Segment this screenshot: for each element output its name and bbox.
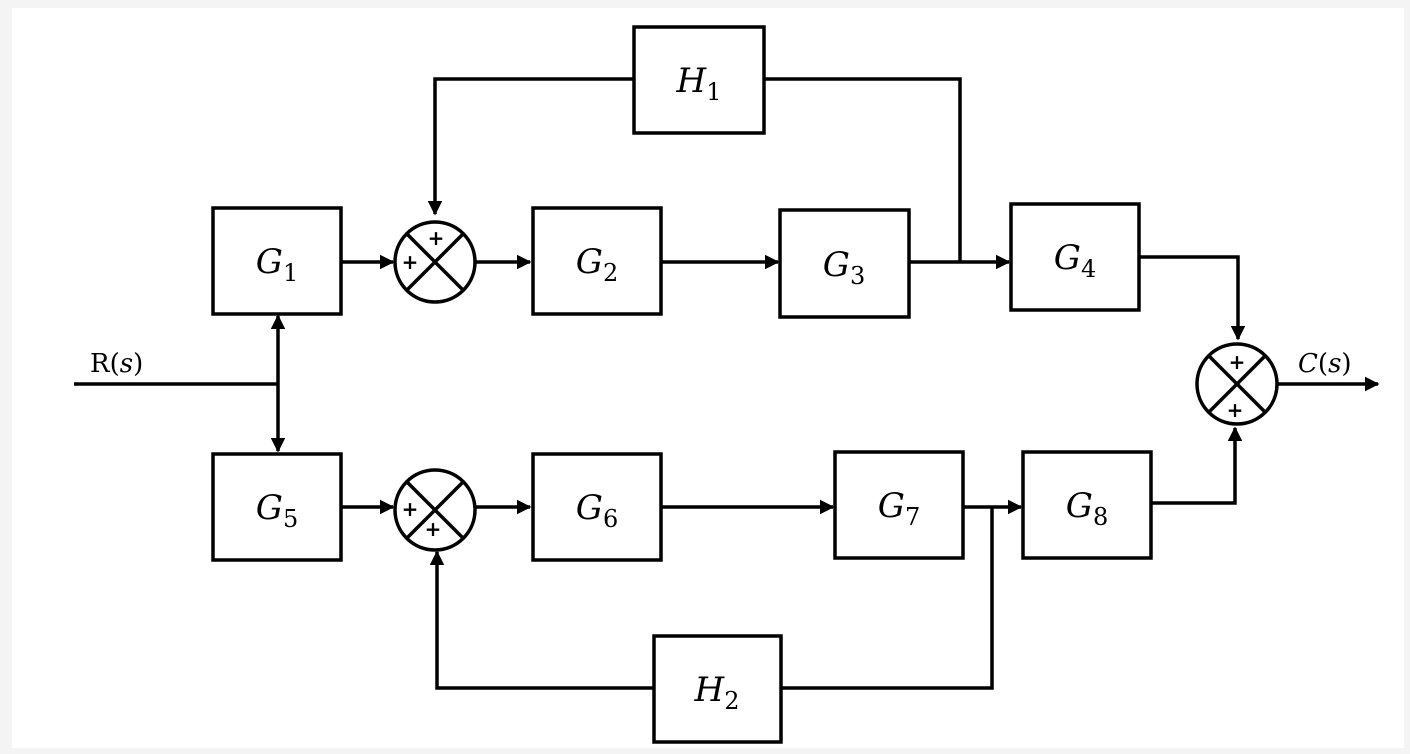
block-g5-label: G5	[256, 488, 298, 533]
sum-bottom-sign-bottom: +	[425, 517, 442, 541]
block-g2: G2	[531, 206, 663, 316]
h1-feedback-out-wire	[427, 77, 634, 216]
block-h1: H1	[632, 25, 766, 135]
sum-top-sign-top: +	[428, 226, 445, 250]
block-g3: G3	[778, 208, 911, 319]
output-signal-label: C(s)	[1298, 349, 1352, 379]
block-g5: G5	[211, 452, 343, 562]
block-g4: G4	[1009, 202, 1141, 312]
block-h2: H2	[652, 634, 783, 744]
block-g2-label: G2	[576, 242, 618, 287]
block-h1-label: H1	[676, 61, 722, 106]
summing-junction-bottom: + +	[393, 468, 477, 552]
block-h2-label: H2	[694, 670, 740, 715]
h2-feedback-in-wire	[781, 507, 994, 690]
block-g6-label: G6	[576, 488, 618, 533]
sum-output-sign-bottom: +	[1227, 398, 1244, 422]
h1-feedback-in-wire	[764, 77, 962, 262]
summing-junction-output: + +	[1195, 342, 1279, 426]
h2-feedback-out-wire	[429, 550, 654, 690]
block-g4-label: G4	[1054, 238, 1096, 283]
sum-top-sign-left: +	[402, 250, 419, 274]
block-g7: G7	[833, 450, 965, 560]
block-g1-label: G1	[256, 242, 298, 287]
block-g8: G8	[1021, 450, 1153, 560]
input-signal-label: R(s)	[90, 349, 143, 379]
sum-bottom-sign-left: +	[402, 497, 419, 521]
sum-output-sign-top: +	[1229, 350, 1246, 374]
block-g3-label: G3	[823, 245, 865, 290]
summing-junction-top: + +	[393, 220, 477, 304]
block-g6: G6	[531, 452, 663, 562]
block-g1: G1	[211, 206, 343, 316]
block-g7-label: G7	[878, 486, 920, 531]
g8-to-output-sum-wire	[1151, 426, 1243, 505]
g4-to-output-sum-wire	[1139, 255, 1246, 341]
block-g8-label: G8	[1066, 486, 1108, 531]
